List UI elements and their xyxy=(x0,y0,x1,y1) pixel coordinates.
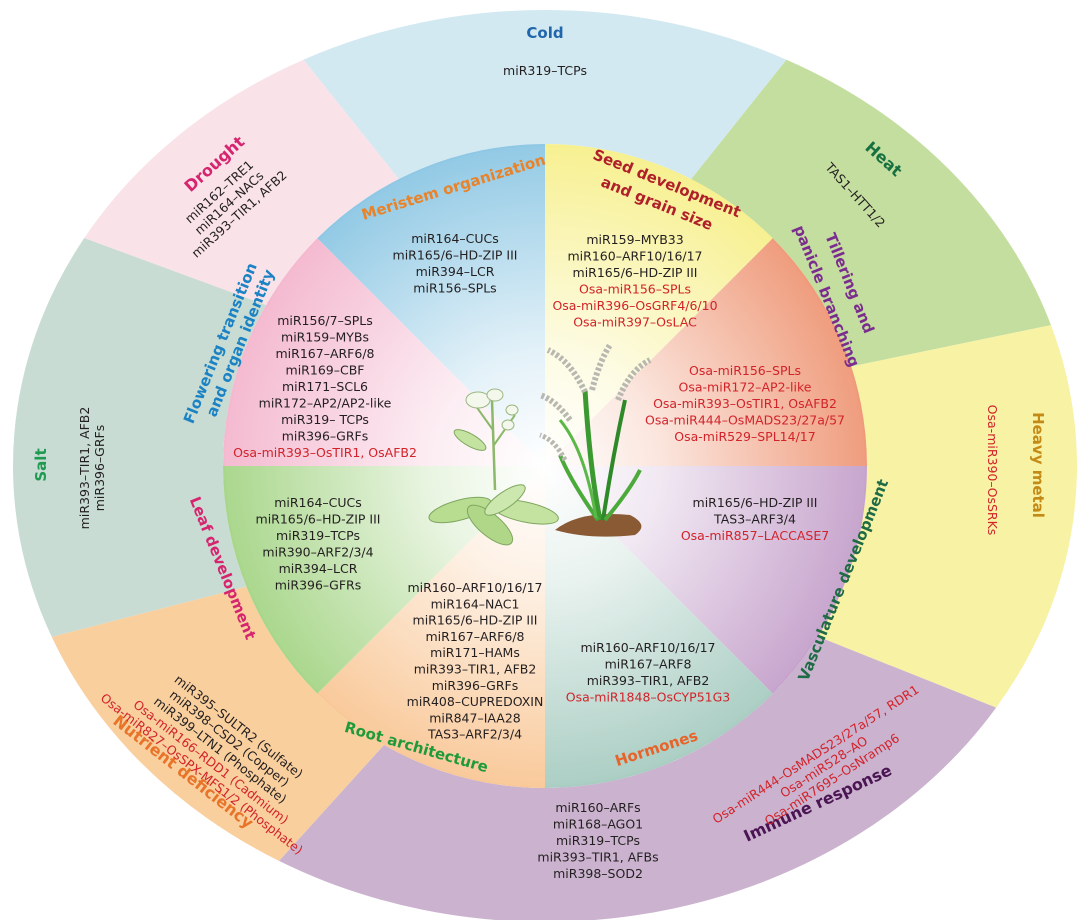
items-vasculature: miR165/6–HD-ZIP III TAS3–ARF3/4Osa-miR857… xyxy=(681,495,829,543)
mirna-module: miR165/6–HD-ZIP III xyxy=(693,495,818,510)
mirna-module: miR394–LCR xyxy=(416,264,495,279)
rice-mirna-module: Osa-miR857–LACCASE7 xyxy=(681,528,829,543)
mirna-module: miR393–TIR1, AFBs xyxy=(537,850,658,865)
rice-mirna-module: Osa-miR390–OsSRKs xyxy=(985,405,1000,536)
mirna-module: miR165/6–HD-ZIP III xyxy=(256,512,381,527)
mirna-module: miR160–ARF10/16/17 xyxy=(407,580,542,595)
outer-sector-heavy-metal xyxy=(818,325,1077,708)
mirna-module: miR164–NAC1 xyxy=(431,596,520,611)
sector-label-heavy-metal: Heavy metal xyxy=(1029,412,1047,518)
mirna-module: miR160–ARF10/16/17 xyxy=(567,249,702,264)
items-cold: miR319–TCPs xyxy=(503,63,587,78)
items-hormones: miR160–ARF10/16/17 miR167–ARF8miR393–TIR1… xyxy=(566,640,731,705)
mirna-module: miR172–AP2/AP2-like xyxy=(259,396,392,411)
mirna-module: miR398–SOD2 xyxy=(553,866,643,881)
rice-mirna-module: Osa-miR156–SPLs xyxy=(689,363,801,378)
rice-mirna-module: Osa-miR396–OsGRF4/6/10 xyxy=(552,298,717,313)
mirna-module: TAS3–ARF2/3/4 xyxy=(427,727,522,742)
mirna-module: miR160–ARFs xyxy=(555,800,640,815)
items-heavy-metal: Osa-miR390–OsSRKs xyxy=(985,405,1000,536)
mirna-module: miR167–ARF8 xyxy=(605,657,692,672)
mirna-module: miR319–TCPs xyxy=(503,63,587,78)
rice-plant-icon xyxy=(538,343,652,537)
mirna-module: miR408–CUPREDOXIN xyxy=(407,694,544,709)
mirna-module: miR165/6–HD-ZIP III xyxy=(413,613,538,628)
sector-label-salt: Salt xyxy=(32,448,50,481)
items-seed: miR159–MYB33 miR160–ARF10/16/17miR165/6–H… xyxy=(552,232,717,330)
mirna-module: TAS3–ARF3/4 xyxy=(713,512,796,527)
mirna-module: miR171–SCL6 xyxy=(282,379,368,394)
rice-mirna-module: Osa-miR397–OsLAC xyxy=(573,315,697,330)
mirna-module: miR169–CBF xyxy=(286,363,365,378)
mirna-module: miR159–MYB33 xyxy=(586,232,683,247)
center-glow xyxy=(225,146,865,786)
outer-sector-heat xyxy=(691,59,1051,367)
mirna-module: miR396–GFRs xyxy=(275,578,362,593)
rice-mirna-module: Osa-miR393–OsTIR1, OsAFB2 xyxy=(653,396,837,411)
mirna-module: miR847–IAA28 xyxy=(429,710,521,725)
items-leaf: miR164–CUCs miR165/6–HD-ZIP IIImiR319–TCP… xyxy=(256,495,381,593)
mirna-module: miR393–TIR1, AFB2 xyxy=(77,407,92,530)
items-tillering: Osa-miR156–SPLsOsa-miR172–AP2-likeOsa-mi… xyxy=(645,363,845,444)
rice-mirna-module: Osa-miR172–AP2-like xyxy=(679,380,812,395)
mirna-module: miR165/6–HD-ZIP III xyxy=(573,265,698,280)
mirna-module: miR396–GRFs xyxy=(92,425,107,512)
items-meristem: miR164–CUCs miR165/6–HD-ZIP IIImiR394–LCR… xyxy=(393,231,518,296)
mirna-module: miR160–ARF10/16/17 xyxy=(580,640,715,655)
outer-sector-nutrient xyxy=(51,586,384,861)
rice-mirna-module: Osa-miR393–OsTIR1, OsAFB2 xyxy=(233,445,417,460)
mirna-module: miR168–AGO1 xyxy=(553,817,643,832)
outer-sector-drought xyxy=(84,59,399,306)
mirna-module: miR171–HAMs xyxy=(430,645,520,660)
outer-sector-salt xyxy=(13,238,267,637)
rice-mirna-module: Osa-miR156–SPLs xyxy=(579,282,691,297)
mirna-module: miR156–SPLs xyxy=(413,281,496,296)
rice-mirna-module: Osa-miR444–OsMADS23/27a/57 xyxy=(645,413,845,428)
mirna-module: miR319–TCPs xyxy=(276,528,360,543)
mirna-module: miR167–ARF6/8 xyxy=(426,629,525,644)
mirna-module: miR319– TCPs xyxy=(281,412,369,427)
outer-ring xyxy=(13,9,1077,923)
mirna-module: miR164–CUCs xyxy=(274,495,362,510)
mirna-module: miR156/7–SPLs xyxy=(277,313,373,328)
mirna-module: miR159–MYBs xyxy=(281,330,369,345)
mirna-module: miR394–LCR xyxy=(279,561,358,576)
outer-sector-cold xyxy=(303,9,787,180)
outer-sector-immune xyxy=(279,636,997,923)
mirna-module: miR167–ARF6/8 xyxy=(276,346,375,361)
rice-mirna-module: Osa-miR1848–OsCYP51G3 xyxy=(566,690,731,705)
mirna-module: miR164–CUCs xyxy=(411,231,499,246)
mirna-module: miR393–TIR1, AFB2 xyxy=(587,673,710,688)
mirna-module: miR396–GRFs xyxy=(432,678,519,693)
mirna-module: miR165/6–HD-ZIP III xyxy=(393,248,518,263)
mirna-module: miR393–TIR1, AFB2 xyxy=(414,662,537,677)
sector-label-cold: Cold xyxy=(526,24,563,42)
mirna-module: miR319–TCPs xyxy=(556,833,640,848)
mirna-module: miR390–ARF2/3/4 xyxy=(262,545,373,560)
rice-mirna-module: Osa-miR529–SPL14/17 xyxy=(674,429,815,444)
mirna-module: miR396–GRFs xyxy=(282,429,369,444)
arabidopsis-plant-icon xyxy=(428,388,559,546)
